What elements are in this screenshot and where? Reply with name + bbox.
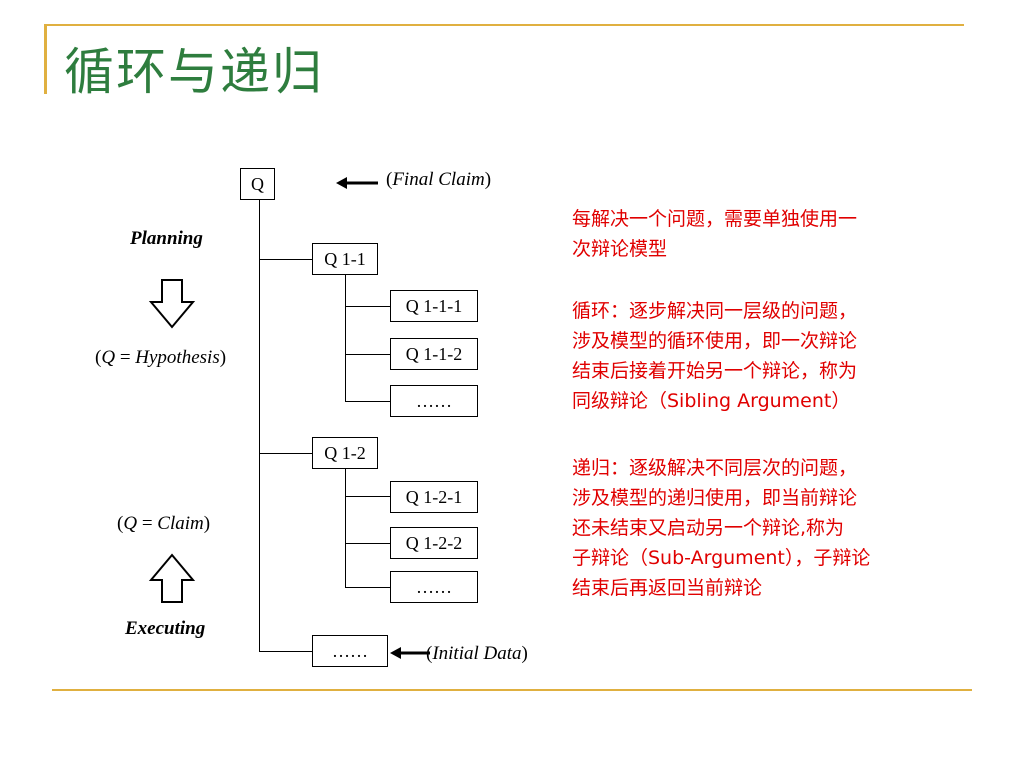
bottom-rule: [52, 689, 972, 691]
node-q11: Q 1-1: [312, 243, 378, 275]
branch-q12-more: [345, 587, 390, 588]
node-root-more: ……: [312, 635, 388, 667]
branch-q121: [345, 496, 390, 497]
node-q-root: Q: [240, 168, 275, 200]
claim-label: (Q = Claim): [117, 513, 211, 534]
executing-label: Executing: [125, 618, 206, 639]
branch-q122: [345, 543, 390, 544]
trunk-line: [259, 200, 260, 651]
planning-label: Planning: [130, 228, 203, 249]
top-rule: [44, 24, 964, 26]
note-single-debate: 每解决一个问题，需要单独使用一 次辩论模型: [572, 208, 858, 260]
branch-root-more: [259, 651, 312, 652]
note-recursion: 递归：逐级解决不同层次的问题， 涉及模型的递归使用，即当前辩论 还未结束又启动另…: [572, 457, 871, 599]
hollow-arrow-down-icon: [148, 279, 196, 329]
sub-trunk-q11: [345, 275, 346, 401]
node-q11-more: ……: [390, 385, 478, 417]
branch-q11: [259, 259, 312, 260]
note-loop: 循环：逐步解决同一层级的问题， 涉及模型的循环使用，即一次辩论 结束后接着开始另…: [572, 300, 858, 412]
page-title: 循环与递归: [64, 43, 324, 101]
arrow-left-icon: [336, 177, 378, 189]
sub-trunk-q12: [345, 469, 346, 587]
branch-q112: [345, 354, 390, 355]
arrow-left-icon: [390, 647, 430, 659]
initial-data-label: (Initial Data): [426, 643, 528, 664]
hollow-arrow-up-icon: [148, 553, 196, 603]
node-q121: Q 1-2-1: [390, 481, 478, 513]
branch-q12: [259, 453, 312, 454]
node-q111: Q 1-1-1: [390, 290, 478, 322]
title-left-rule: [44, 24, 47, 94]
node-q12: Q 1-2: [312, 437, 378, 469]
branch-q11-more: [345, 401, 390, 402]
node-q122: Q 1-2-2: [390, 527, 478, 559]
node-q112: Q 1-1-2: [390, 338, 478, 370]
node-q12-more: ……: [390, 571, 478, 603]
branch-q111: [345, 306, 390, 307]
hypothesis-label: (Q = Hypothesis): [95, 347, 227, 368]
final-claim-label: (Final Claim): [386, 169, 492, 190]
